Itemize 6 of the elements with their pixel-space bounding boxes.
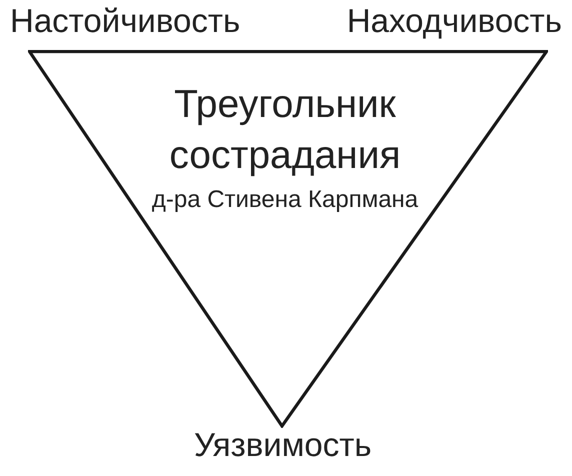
vertex-label: Находчивость [346, 3, 562, 40]
vertex-label: Уязвимость [194, 427, 372, 464]
triangle-shape [28, 50, 548, 428]
triangle-subtitle: д-ра Стивена Карпмана [150, 186, 420, 214]
triangle-heading: Треугольник сострадания [168, 82, 402, 179]
vertex-label: Настойчивость [10, 3, 240, 40]
